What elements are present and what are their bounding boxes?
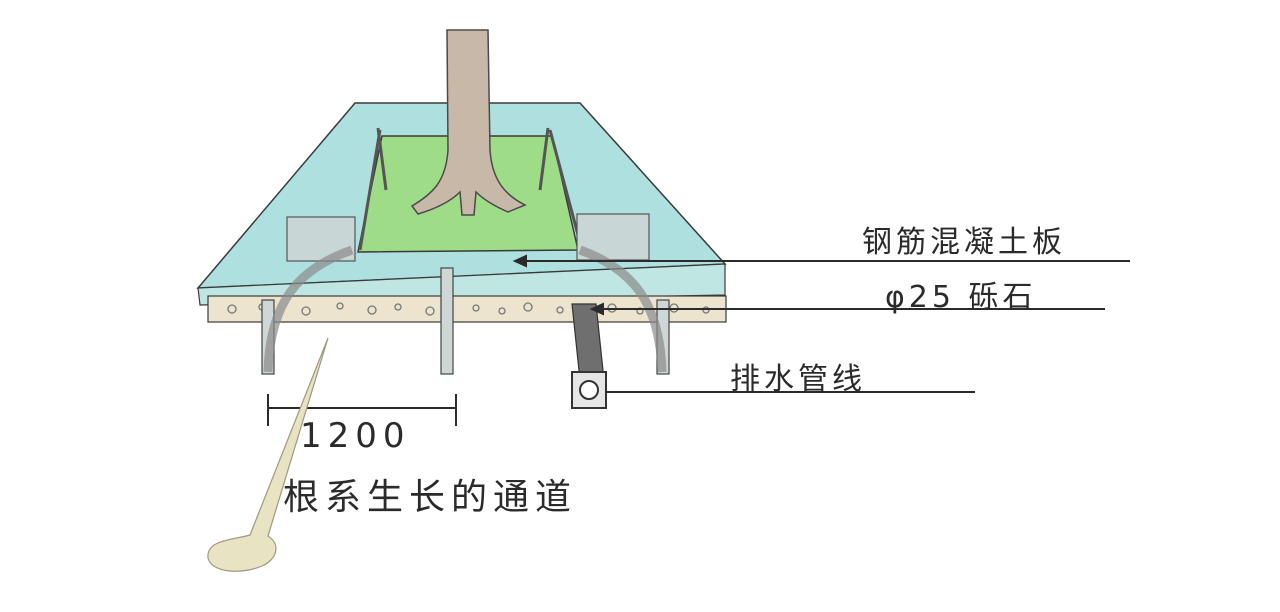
- label-reinforced-concrete-slab: 钢筋混凝土板: [862, 225, 1066, 260]
- soil-edge-bars: [358, 127, 584, 251]
- root-channel-arrow: [207, 337, 329, 572]
- drain-pipe-opening: [579, 380, 599, 400]
- label-dimension: 1200: [300, 416, 411, 456]
- label-root-growth-channel: 根系生长的通道: [283, 477, 578, 518]
- post-middle: [440, 267, 454, 375]
- concrete-slab-edge: [197, 263, 726, 306]
- root-arch-left: [263, 245, 354, 373]
- label-drainage-pipe: 排水管线: [730, 362, 866, 397]
- leader-lines: [512, 254, 1130, 393]
- tree-trunk: [410, 29, 527, 216]
- dimension-1200: [267, 394, 457, 426]
- root-arch-right: [578, 245, 667, 373]
- label-gravel-25: φ25 砾石: [885, 280, 1037, 315]
